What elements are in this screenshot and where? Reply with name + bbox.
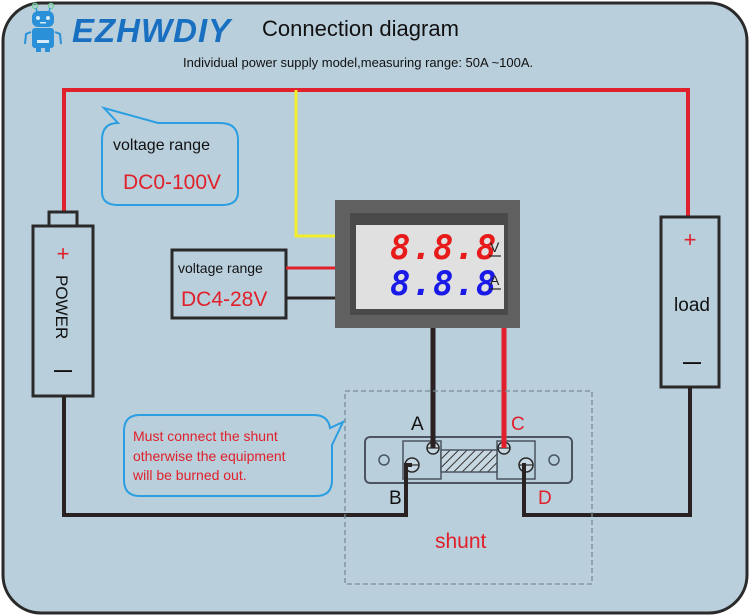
warning-line-3: will be burned out.: [132, 467, 247, 483]
voltage-display: 8.8.8: [390, 228, 497, 268]
wire-yellow: [294, 90, 336, 238]
shunt-mount-hole-right: [548, 454, 560, 466]
load-plus-sign: +: [684, 227, 697, 252]
callout-measure-voltage: voltage range DC0-100V: [100, 106, 239, 206]
power-minus-sign: —: [54, 360, 72, 380]
shunt-region: [344, 390, 593, 585]
callout-measure-voltage-value: DC0-100V: [123, 171, 221, 194]
warning-line-2: otherwise the equipment: [133, 448, 286, 464]
callout-supply-voltage: voltage range DC4-28V: [170, 248, 288, 320]
current-unit: A: [490, 272, 500, 288]
load: + load —: [659, 215, 721, 389]
power-supply: + POWER —: [31, 210, 95, 398]
callout-supply-voltage-value: DC4-28V: [181, 288, 267, 311]
shunt: [364, 436, 573, 484]
load-label: load: [674, 295, 710, 316]
subtitle: Individual power supply model,measuring …: [183, 55, 533, 70]
shunt-label: shunt: [435, 530, 487, 553]
terminal-label-b: B: [389, 488, 402, 509]
callout-supply-voltage-label: voltage range: [178, 260, 263, 276]
power-plus-sign: +: [57, 241, 70, 266]
brand-name: EZHWDIY: [72, 12, 233, 49]
callout-measure-voltage-label: voltage range: [113, 137, 210, 154]
volt-amp-meter: 8.8.8 8.8.8 V A: [335, 200, 520, 328]
warning-line-1: Must connect the shunt: [133, 428, 278, 444]
page-title: Connection diagram: [262, 16, 459, 41]
terminal-label-c: C: [511, 414, 525, 435]
current-display: 8.8.8: [390, 264, 497, 304]
terminal-label-d: D: [538, 488, 552, 509]
voltage-unit: V: [490, 239, 500, 255]
robot-icon: [24, 2, 62, 52]
load-minus-sign: —: [683, 352, 701, 372]
terminal-label-a: A: [411, 414, 424, 435]
callout-warning: Must connect the shunt otherwise the equ…: [123, 414, 346, 497]
wire-red-main: [62, 88, 690, 220]
shunt-resistor: [440, 449, 498, 473]
power-label: POWER: [52, 275, 71, 339]
shunt-mount-hole-left: [378, 454, 390, 466]
